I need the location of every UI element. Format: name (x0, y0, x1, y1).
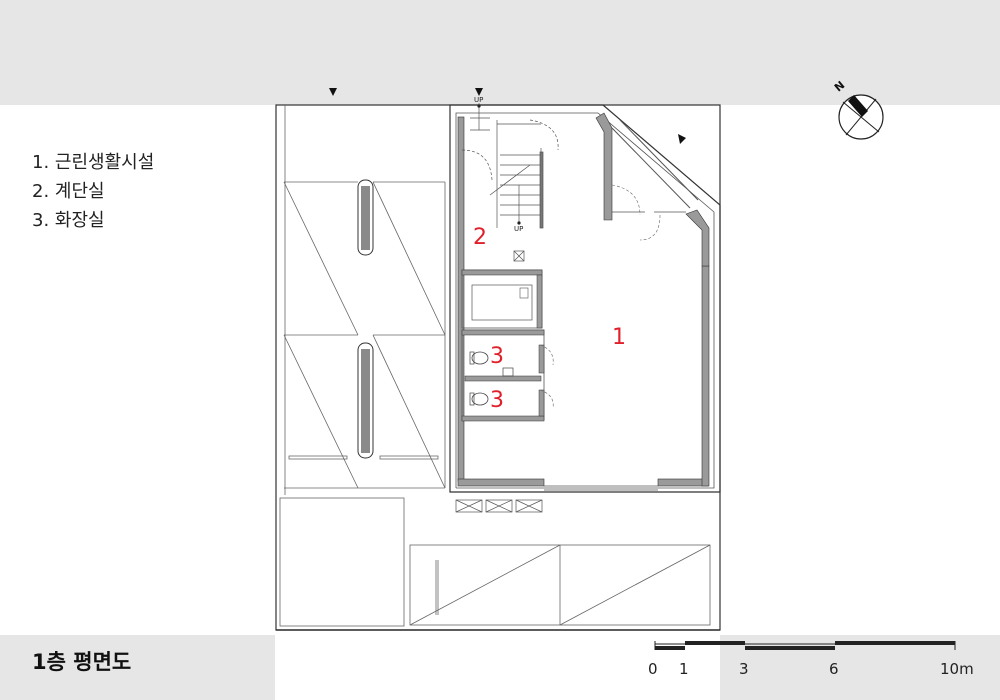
parking-area-bottom (279, 497, 711, 627)
room-number-stair: 2 (473, 225, 487, 250)
pillar-1-fill (361, 186, 370, 250)
outdoor-units (455, 499, 543, 513)
scale-bar (654, 641, 956, 650)
entry-marker-3 (678, 134, 686, 144)
legend-item: 1. 근린생활시설 (32, 152, 155, 173)
scale-label-3: 3 (739, 660, 749, 678)
building-walls (449, 104, 721, 493)
scale-label-1: 1 (679, 660, 689, 678)
plan-title: 1층 평면도 (32, 650, 132, 674)
legend-item: 2. 계단실 (32, 181, 105, 202)
room-legend: 1. 근린생활시설 2. 계단실 3. 화장실 (32, 148, 154, 235)
stair-up-label-top: UP (474, 96, 484, 104)
room-number-main: 1 (612, 325, 626, 350)
site-strip (275, 635, 720, 700)
entry-marker-1 (329, 88, 337, 96)
scale-label-6: 6 (829, 660, 839, 678)
stair-up-dot-top (477, 104, 481, 108)
car-stop-2 (379, 455, 439, 460)
compass-icon (838, 94, 884, 140)
door-swing-1 (611, 184, 641, 216)
toilets (461, 329, 554, 422)
stair-up-label: UP (514, 225, 524, 233)
scale-label-10m: 10m (940, 660, 974, 678)
room-number-toilet-2: 3 (490, 388, 504, 413)
parking-area-left (283, 105, 446, 495)
drawing-sheet (0, 105, 1000, 635)
room-number-toilet-1: 3 (490, 344, 504, 369)
elevator-room (461, 269, 543, 329)
door-swing-2 (639, 214, 661, 241)
entry-marker-2 (475, 88, 483, 96)
stair-up-dot (517, 221, 521, 225)
legend-item: 3. 화장실 (32, 210, 105, 231)
stair-core (461, 103, 559, 262)
pillar-2-fill (361, 349, 370, 453)
car-stop-1 (288, 455, 348, 460)
scale-label-0: 0 (648, 660, 658, 678)
